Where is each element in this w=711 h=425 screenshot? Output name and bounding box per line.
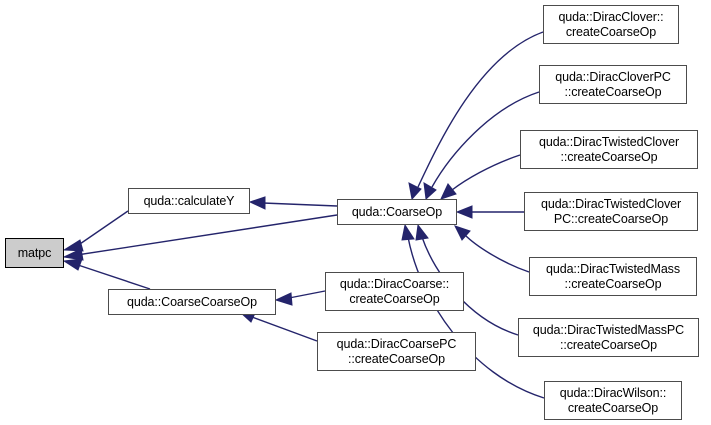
node-quda-DiracTwistedMassPC-createCoarseOp[interactable]: quda::DiracTwistedMassPC ::createCoarseO… <box>518 318 699 357</box>
edge-diracclover-to-coarseop <box>408 31 544 201</box>
node-quda-DiracTwistedMass-createCoarseOp[interactable]: quda::DiracTwistedMass ::createCoarseOp <box>529 257 697 296</box>
node-quda-DiracCoarsePC-createCoarseOp[interactable]: quda::DiracCoarsePC ::createCoarseOp <box>317 332 476 371</box>
node-quda-DiracTwistedCloverPC-createCoarseOp-label: quda::DiracTwistedClover PC::createCoars… <box>540 196 682 226</box>
edge-coarseop-to-calculateY <box>248 196 338 210</box>
node-quda-calculateY[interactable]: quda::calculateY <box>128 188 250 214</box>
edge-coarseop-to-matpc <box>62 214 338 261</box>
node-quda-DiracCloverPC-createCoarseOp[interactable]: quda::DiracCloverPC ::createCoarseOp <box>539 65 687 104</box>
edge-diractwistedclover-to-coarseop <box>440 154 521 200</box>
node-quda-DiracTwistedCloverPC-createCoarseOp[interactable]: quda::DiracTwistedClover PC::createCoars… <box>524 192 698 231</box>
edge-diracwilson-to-coarseop <box>401 223 545 399</box>
node-quda-CoarseCoarseOp[interactable]: quda::CoarseCoarseOp <box>108 289 276 315</box>
node-quda-DiracTwistedClover-createCoarseOp[interactable]: quda::DiracTwistedClover ::createCoarseO… <box>520 130 698 169</box>
edge-diraccoarse-to-coarsecoarseop <box>274 290 326 306</box>
node-quda-calculateY-label: quda::calculateY <box>143 193 235 208</box>
node-quda-DiracTwistedMassPC-createCoarseOp-label: quda::DiracTwistedMassPC ::createCoarseO… <box>532 322 685 352</box>
node-quda-CoarseOp-label: quda::CoarseOp <box>351 204 443 219</box>
edge-diraccoarsepc-to-coarsecoarseop <box>238 310 318 342</box>
node-quda-DiracClover-createCoarseOp[interactable]: quda::DiracClover:: createCoarseOp <box>543 5 679 44</box>
node-matpc-label: matpc <box>17 245 52 260</box>
node-quda-DiracCoarse-createCoarseOp[interactable]: quda::DiracCoarse:: createCoarseOp <box>325 272 464 311</box>
node-quda-CoarseCoarseOp-label: quda::CoarseCoarseOp <box>126 294 258 309</box>
edge-coarsecoarseop-to-matpc <box>62 258 151 290</box>
node-matpc[interactable]: matpc <box>5 238 64 268</box>
node-quda-DiracTwistedMass-createCoarseOp-label: quda::DiracTwistedMass ::createCoarseOp <box>546 261 680 291</box>
node-quda-DiracCloverPC-createCoarseOp-label: quda::DiracCloverPC ::createCoarseOp <box>555 69 671 99</box>
edge-diractwistedmass-to-coarseop <box>454 225 530 273</box>
node-quda-DiracCoarsePC-createCoarseOp-label: quda::DiracCoarsePC ::createCoarseOp <box>336 336 457 366</box>
node-quda-DiracWilson-createCoarseOp[interactable]: quda::DiracWilson:: createCoarseOp <box>544 381 682 420</box>
edge-diractwistedcloverpc-to-coarseop <box>455 205 524 219</box>
edge-calculateY-to-matpc <box>62 210 129 252</box>
node-quda-DiracClover-createCoarseOp-label: quda::DiracClover:: createCoarseOp <box>558 9 664 39</box>
node-quda-DiracCoarse-createCoarseOp-label: quda::DiracCoarse:: createCoarseOp <box>339 276 450 306</box>
node-quda-CoarseOp[interactable]: quda::CoarseOp <box>337 199 457 225</box>
node-quda-DiracWilson-createCoarseOp-label: quda::DiracWilson:: createCoarseOp <box>559 385 667 415</box>
node-quda-DiracTwistedClover-createCoarseOp-label: quda::DiracTwistedClover ::createCoarseO… <box>538 134 680 164</box>
